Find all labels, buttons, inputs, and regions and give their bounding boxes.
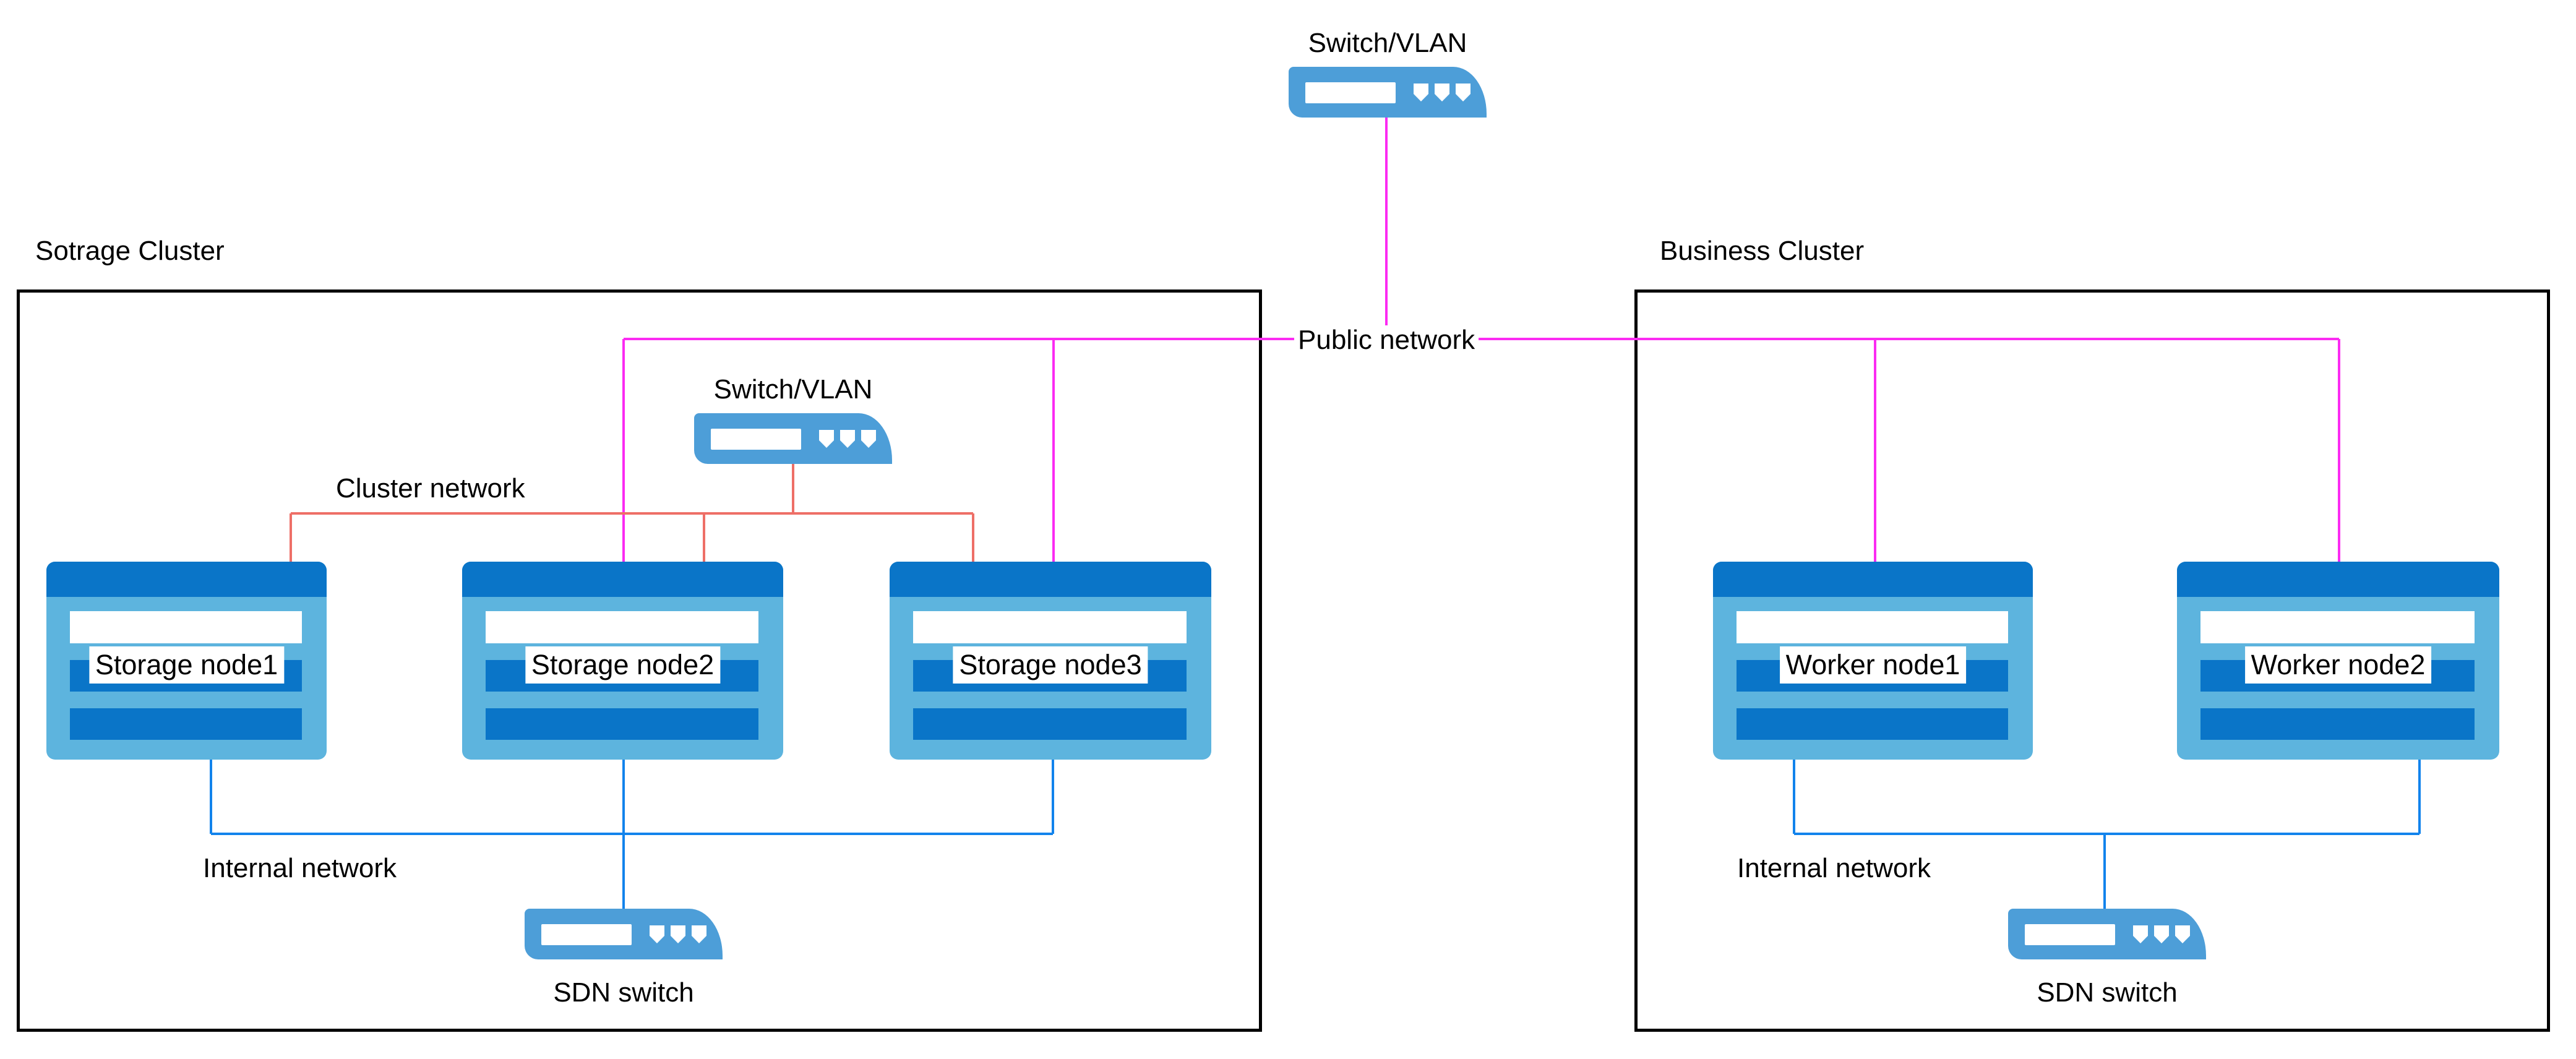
- cluster-network-label: Cluster network: [336, 473, 525, 504]
- node-bar-icon: [70, 708, 302, 740]
- node-header: [1713, 562, 2033, 597]
- switch-screen-icon: [711, 429, 801, 450]
- public-network-line: [624, 338, 2339, 340]
- node-slot-icon: [2200, 611, 2475, 643]
- switch-port-icon: [1456, 84, 1470, 101]
- internal-network-business-line: [2418, 760, 2421, 834]
- node-header: [890, 562, 1211, 597]
- node-bar-icon: [1737, 708, 2008, 740]
- node-bar-icon: [2200, 708, 2475, 740]
- cluster-title-business: Business Cluster: [1660, 236, 1865, 266]
- cluster-title-storage: Sotrage Cluster: [35, 236, 225, 266]
- internal-network-storage-label: Internal network: [203, 853, 397, 883]
- node-label: Storage node3: [953, 646, 1148, 684]
- cluster-network-line: [290, 513, 292, 562]
- switch-screen-icon: [2025, 924, 2115, 945]
- node-header: [2177, 562, 2499, 597]
- cluster-network-line: [972, 513, 974, 562]
- internal-network-storage-line: [1052, 760, 1054, 834]
- cluster-network-line: [291, 512, 973, 515]
- public-network-line: [1385, 116, 1388, 325]
- switch-port-icon: [840, 430, 855, 448]
- switch-port-icon: [671, 925, 685, 943]
- cluster-frame-storage: [17, 289, 1262, 1032]
- internal-network-business-line: [2103, 834, 2106, 909]
- switch-screen-icon: [1305, 82, 1396, 103]
- public-network-line: [1052, 339, 1055, 562]
- internal-network-storage-line: [622, 760, 625, 909]
- sdn-switch-storage-icon: [525, 909, 723, 959]
- internal-network-storage-line: [211, 833, 1053, 835]
- node-storage-node2: Storage node2: [462, 562, 783, 760]
- sdn-switch-business-label: SDN switch: [2037, 977, 2178, 1008]
- public-network-label: Public network: [1294, 325, 1479, 355]
- switch-screen-icon: [541, 924, 632, 945]
- internal-network-storage-line: [210, 760, 212, 834]
- node-slot-icon: [1737, 611, 2008, 643]
- node-storage-node3: Storage node3: [890, 562, 1211, 760]
- cluster-switch-vlan-icon: [694, 413, 892, 464]
- switch-port-icon: [819, 430, 834, 448]
- switch-port-icon: [692, 925, 706, 943]
- public-network-line: [622, 339, 625, 562]
- internal-network-business-line: [1793, 760, 1795, 834]
- switch-port-icon: [2154, 925, 2169, 943]
- node-label: Storage node1: [88, 646, 285, 684]
- sdn-switch-business-icon: [2008, 909, 2206, 959]
- node-storage-node1: Storage node1: [46, 562, 327, 760]
- switch-port-icon: [1435, 84, 1449, 101]
- public-switch-vlan-icon: [1289, 67, 1487, 118]
- cluster-frame-business: [1634, 289, 2550, 1032]
- public-network-line: [1874, 339, 1876, 562]
- cluster-network-line: [703, 513, 705, 562]
- switch-port-icon: [1414, 84, 1428, 101]
- public-network-line: [2338, 339, 2340, 562]
- internal-network-business-label: Internal network: [1737, 853, 1931, 883]
- switch-port-icon: [861, 430, 876, 448]
- node-header: [46, 562, 327, 597]
- node-worker-node1: Worker node1: [1713, 562, 2033, 760]
- node-slot-icon: [913, 611, 1187, 643]
- node-worker-node2: Worker node2: [2177, 562, 2499, 760]
- public-switch-vlan-label: Switch/VLAN: [1308, 28, 1467, 58]
- cluster-network-line: [792, 464, 794, 513]
- node-label: Storage node2: [525, 646, 721, 684]
- switch-port-icon: [2133, 925, 2148, 943]
- node-label: Worker node1: [1779, 646, 1967, 684]
- node-bar-icon: [913, 708, 1187, 740]
- node-header: [462, 562, 783, 597]
- cluster-switch-vlan-label: Switch/VLAN: [713, 374, 873, 405]
- sdn-switch-storage-label: SDN switch: [553, 977, 694, 1008]
- internal-network-business-line: [1794, 833, 2419, 835]
- switch-port-icon: [650, 925, 664, 943]
- node-bar-icon: [486, 708, 758, 740]
- switch-port-icon: [2175, 925, 2190, 943]
- node-slot-icon: [486, 611, 758, 643]
- node-label: Worker node2: [2244, 646, 2432, 684]
- node-slot-icon: [70, 611, 302, 643]
